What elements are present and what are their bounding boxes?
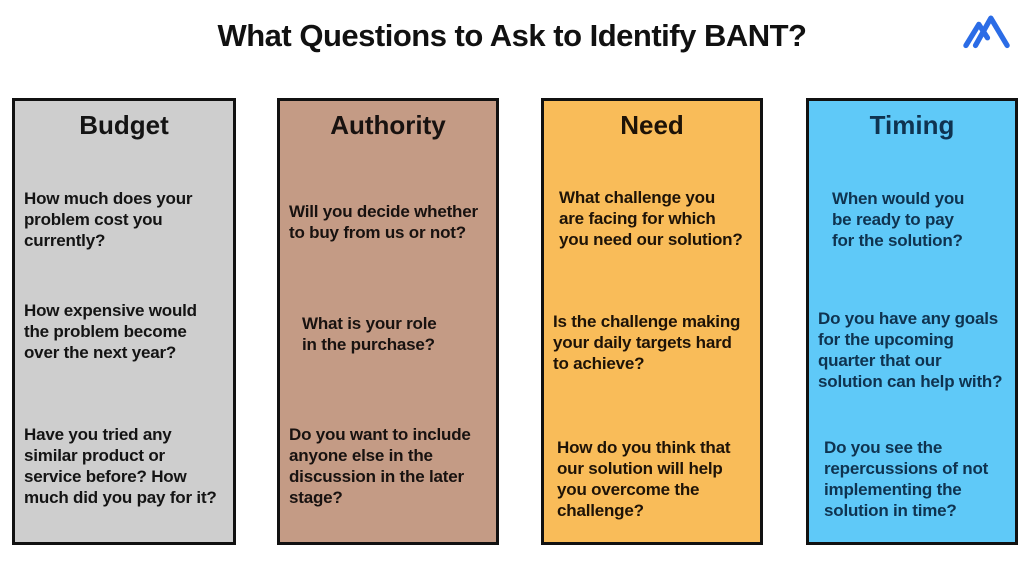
question-budget-2: How expensive would the problem become o… — [24, 301, 197, 362]
question-need-1: What challenge you are facing for which … — [559, 188, 743, 249]
question-budget-3: Have you tried any similar product or se… — [24, 425, 217, 507]
question-need-2: Is the challenge making your daily targe… — [553, 312, 741, 373]
column-heading-timing: Timing — [869, 110, 955, 140]
question-timing-3: Do you see the repercussions of not impl… — [824, 438, 989, 520]
column-timing: Timing When would you be ready to pay fo… — [806, 98, 1018, 545]
column-authority: Authority Will you decide whether to buy… — [277, 98, 499, 545]
question-timing-2: Do you have any goals for the upcoming q… — [818, 309, 1003, 391]
column-need: Need What challenge you are facing for w… — [541, 98, 763, 545]
question-authority-3: Do you want to include anyone else in th… — [289, 425, 471, 507]
question-authority-2: What is your role in the purchase? — [302, 314, 437, 354]
question-need-3: How do you think that our solution will … — [557, 438, 731, 520]
column-heading-authority: Authority — [330, 110, 446, 140]
question-timing-1: When would you be ready to pay for the s… — [832, 189, 965, 250]
column-heading-need: Need — [620, 110, 684, 140]
column-heading-budget: Budget — [79, 110, 169, 140]
question-authority-1: Will you decide whether to buy from us o… — [289, 202, 478, 242]
mountain-peaks-logo-icon — [963, 15, 1010, 49]
page-title: What Questions to Ask to Identify BANT? — [217, 18, 807, 53]
question-budget-1: How much does your problem cost you curr… — [24, 189, 193, 250]
column-budget: Budget How much does your problem cost y… — [12, 98, 236, 545]
